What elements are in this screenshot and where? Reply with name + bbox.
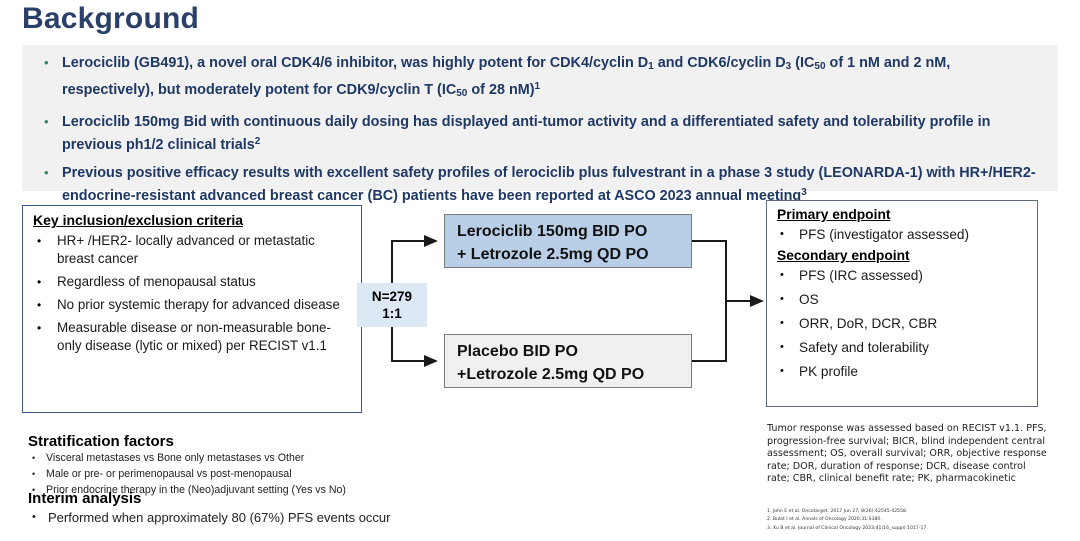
treatment-arm-placebo: Placebo BID PO +Letrozole 2.5mg QD PO — [444, 334, 692, 388]
bullet-dot-icon: • — [32, 485, 36, 495]
criteria-item: • Measurable disease or non-measurable b… — [33, 319, 353, 355]
endpoints-box: Primary endpoint • PFS (investigator ass… — [766, 200, 1038, 407]
criteria-item: • No prior systemic therapy for advanced… — [33, 296, 353, 314]
bullet-dot-icon: • — [780, 269, 784, 281]
randomization-n-label: N=279 — [371, 289, 413, 304]
background-bullet-text: Lerociclib 150mg Bid with continuous dai… — [62, 114, 991, 153]
background-bullet: • Previous positive efficacy results wit… — [36, 163, 1044, 206]
bullet-dot-icon: • — [37, 321, 42, 335]
bullet-dot-icon: • — [37, 275, 42, 289]
criteria-heading: Key inclusion/exclusion criteria — [33, 212, 244, 228]
endpoint-item: • ORR, DoR, DCR, CBR — [777, 313, 1031, 334]
bullet-dot-icon: • — [780, 228, 784, 240]
page-title: Background — [22, 2, 200, 35]
endpoint-item: • PFS (IRC assessed) — [777, 265, 1031, 286]
stratification-item: • Prior endocrine therapy in the (Neo)ad… — [28, 483, 478, 498]
bullet-dot-icon: • — [44, 114, 49, 129]
secondary-endpoint-heading: Secondary endpoint — [777, 248, 910, 263]
background-bullet-text: Previous positive efficacy results with … — [62, 165, 1036, 204]
endpoint-item-text: PFS (IRC assessed) — [799, 268, 923, 283]
background-bullet: • Lerociclib 150mg Bid with continuous d… — [36, 112, 1044, 155]
footnote-text: Tumor response was assessed based on REC… — [767, 423, 1047, 485]
reference-line: 2. Bulat I et al. Annals of Oncology 202… — [767, 517, 882, 523]
stratification-item: • Male or pre- or perimenopausal vs post… — [28, 467, 478, 482]
criteria-item-text: No prior systemic therapy for advanced d… — [57, 297, 340, 312]
treatment-arm-active: Lerociclib 150mg BID PO + Letrozole 2.5m… — [444, 214, 692, 268]
background-section: • Lerociclib (GB491), a novel oral CDK4/… — [22, 45, 1058, 204]
primary-endpoint-heading: Primary endpoint — [777, 207, 891, 222]
criteria-item-text: HR+ /HER2- locally advanced or metastati… — [57, 233, 315, 266]
interim-heading: Interim analysis — [28, 490, 142, 507]
stratification-item-text: Prior endocrine therapy in the (Neo)adju… — [46, 484, 346, 496]
endpoint-item-text: OS — [799, 292, 819, 307]
bullet-dot-icon: • — [780, 365, 784, 377]
stratification-section: Stratification factors • Visceral metast… — [28, 433, 478, 499]
bullet-dot-icon: • — [37, 234, 42, 248]
interim-analysis-section: Interim analysis • Performed when approx… — [28, 490, 528, 527]
stratification-item: • Visceral metastases vs Bone only metas… — [28, 451, 478, 466]
interim-item-text: Performed when approximately 80 (67%) PF… — [48, 510, 391, 525]
endpoint-item: • Safety and tolerability — [777, 337, 1031, 358]
bullet-dot-icon: • — [44, 55, 49, 70]
arm-line-2: + Letrozole 2.5mg QD PO — [457, 246, 649, 263]
bullet-dot-icon: • — [32, 511, 36, 523]
bullet-dot-icon: • — [32, 453, 36, 463]
criteria-item: • HR+ /HER2- locally advanced or metasta… — [33, 232, 353, 268]
randomization-box: N=279 1:1 — [357, 283, 427, 327]
inclusion-exclusion-criteria-box: Key inclusion/exclusion criteria • HR+ /… — [22, 205, 362, 413]
stratification-heading: Stratification factors — [28, 433, 174, 450]
stratification-item-text: Male or pre- or perimenopausal vs post-m… — [46, 468, 292, 480]
endpoint-item-text: PFS (investigator assessed) — [799, 227, 969, 242]
criteria-item: • Regardless of menopausal status — [33, 273, 353, 291]
bullet-dot-icon: • — [44, 165, 49, 180]
endpoint-item-text: PK profile — [799, 364, 858, 379]
bullet-dot-icon: • — [32, 469, 36, 479]
randomization-ratio-label: 1:1 — [382, 306, 402, 321]
reference-line: 3. Xu B et al. Journal of Clinical Oncol… — [767, 525, 928, 531]
bullet-dot-icon: • — [780, 341, 784, 353]
background-bullet: • Lerociclib (GB491), a novel oral CDK4/… — [36, 53, 1044, 104]
endpoint-item-text: Safety and tolerability — [799, 340, 929, 355]
background-bullet-text: Lerociclib (GB491), a novel oral CDK4/6 … — [62, 55, 951, 99]
bullet-dot-icon: • — [780, 293, 784, 305]
endpoint-item: • PFS (investigator assessed) — [777, 224, 1031, 245]
interim-item: • Performed when approximately 80 (67%) … — [28, 508, 528, 527]
endpoint-item: • OS — [777, 289, 1031, 310]
arm-line-1: Placebo BID PO — [457, 343, 578, 360]
criteria-item-text: Measurable disease or non-measurable bon… — [57, 320, 331, 353]
arm-line-1: Lerociclib 150mg BID PO — [457, 223, 648, 240]
endpoint-item: • PK profile — [777, 361, 1031, 382]
bullet-dot-icon: • — [37, 298, 42, 312]
reference-line: 1. John E et al. Oncotarget. 2017 Jun 27… — [767, 509, 908, 514]
criteria-item-text: Regardless of menopausal status — [57, 274, 256, 289]
endpoint-item-text: ORR, DoR, DCR, CBR — [799, 316, 938, 331]
bullet-dot-icon: • — [780, 317, 784, 329]
references-list: 1. John E et al. Oncotarget. 2017 Jun 27… — [767, 508, 1057, 533]
arm-line-2: +Letrozole 2.5mg QD PO — [457, 366, 645, 383]
stratification-item-text: Visceral metastases vs Bone only metasta… — [46, 452, 305, 464]
